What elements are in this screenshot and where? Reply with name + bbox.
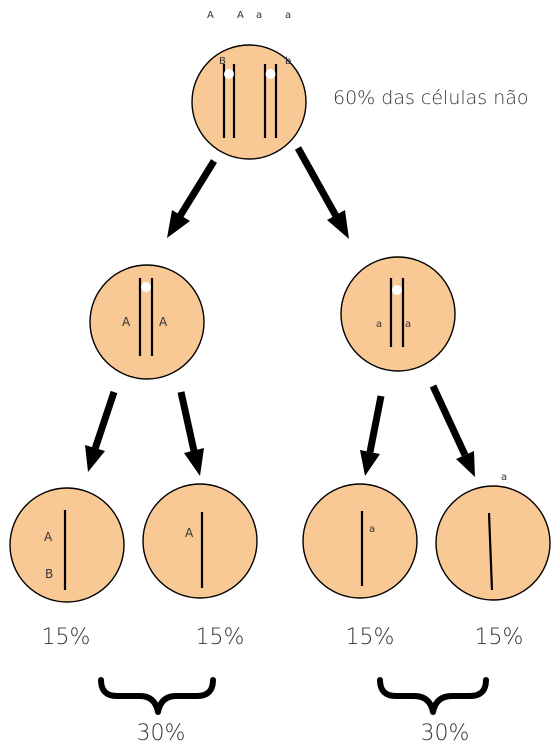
parent-cell-body (191, 44, 307, 160)
arrow-icon (177, 391, 204, 476)
arrow-icon (429, 384, 475, 477)
gamete-cell-body (9, 487, 125, 603)
gamete-allele: B (45, 567, 53, 581)
centromere (224, 69, 234, 79)
daughter-cell-right (340, 256, 456, 372)
mid-right-allele: a (376, 319, 382, 330)
parent-cell (191, 44, 307, 160)
gamete-cell-body (435, 485, 551, 601)
gamete-allele: a (501, 472, 507, 483)
gamete-allele: A (185, 526, 194, 540)
brace-icon (377, 677, 489, 715)
daughter-cell-left (89, 264, 205, 380)
top-allele-label: A (237, 10, 244, 21)
arrow-icon (294, 146, 349, 239)
percent-label: 15% (196, 625, 245, 650)
gamete-allele: A (44, 530, 53, 544)
gamete-cell-body (302, 483, 418, 599)
brace-icon (98, 677, 216, 715)
gamete-cell-3 (302, 483, 418, 599)
arrow-icon (85, 390, 118, 472)
daughter-cell-body (89, 264, 205, 380)
top-allele-label: A (207, 10, 214, 21)
gamete-allele: a (369, 524, 375, 535)
mid-left-allele: A (159, 315, 168, 329)
chromosome-line (487, 512, 494, 591)
daughter-cell-body (340, 256, 456, 372)
overlap-allele-label: b (285, 56, 291, 67)
percent-label: 15% (346, 625, 395, 650)
overlap-allele-label: B (219, 56, 226, 67)
centromere (265, 69, 276, 79)
gamete-cell-1 (9, 487, 125, 603)
gamete-cell-2 (142, 483, 258, 599)
mid-right-allele: a (405, 319, 411, 330)
gamete-cell-body (142, 483, 258, 599)
group-total-label: 30% (137, 721, 186, 746)
top-allele-label: a (256, 10, 262, 21)
centromere (392, 285, 402, 295)
mid-left-allele: A (122, 315, 131, 329)
group-total-label: 30% (421, 721, 470, 746)
gamete-cell-4 (435, 485, 551, 601)
note-text: 60% das células não (333, 87, 529, 109)
top-allele-label: a (285, 10, 291, 21)
percent-label: 15% (42, 625, 91, 650)
arrow-icon (360, 395, 385, 476)
centromere (141, 282, 151, 292)
percent-label: 15% (475, 625, 524, 650)
arrow-icon (167, 159, 217, 238)
